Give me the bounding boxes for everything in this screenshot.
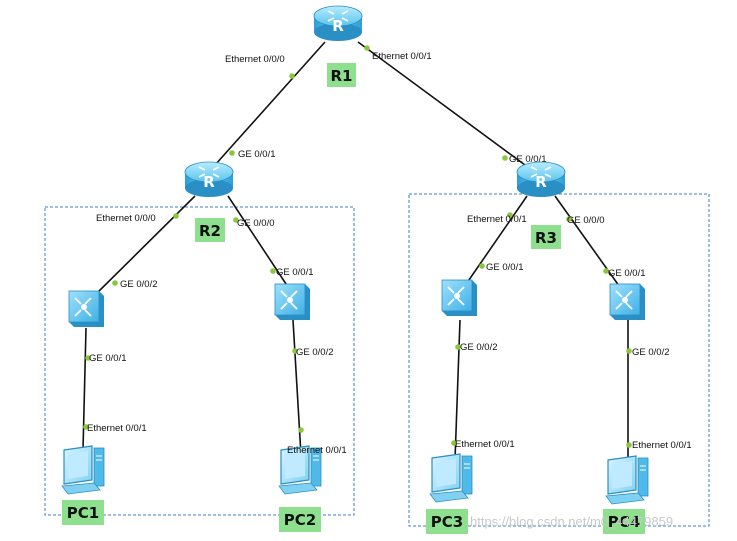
device-name-r3: R3 [535, 229, 557, 247]
port-dot [270, 268, 276, 274]
router-icon [313, 5, 363, 42]
link-r1-r2 [214, 41, 326, 166]
router-icon [184, 161, 234, 198]
name-badge [62, 500, 104, 525]
port-dot [479, 263, 485, 269]
port-label: GE 0/0/0 [237, 218, 275, 229]
port-label: GE 0/0/1 [608, 268, 646, 279]
port-label: GE 0/0/2 [296, 347, 334, 358]
port-dot [292, 348, 298, 354]
port-dot [233, 217, 239, 223]
device-name-r1: R1 [331, 67, 353, 85]
port-dot [507, 212, 513, 218]
port-label: GE 0/0/1 [238, 149, 276, 160]
name-badge [426, 509, 468, 534]
switch-icon [609, 283, 646, 321]
link-r2-sw1 [94, 195, 196, 296]
port-dot [173, 213, 179, 219]
port-label: Ethernet 0/0/1 [287, 445, 347, 456]
link-r3-sw4 [554, 195, 623, 291]
pc-pc3[interactable] [429, 453, 473, 503]
device-name-pc1: PC1 [67, 504, 99, 522]
link-r2-sw2 [227, 195, 291, 291]
switch-sw2[interactable] [274, 283, 311, 321]
port-label: Ethernet 0/0/0 [225, 54, 285, 65]
router-r3[interactable] [516, 161, 566, 198]
port-dot [626, 348, 632, 354]
port-label: GE 0/0/1 [486, 262, 524, 273]
port-label: Ethernet 0/0/1 [87, 423, 147, 434]
port-label: GE 0/0/2 [460, 342, 498, 353]
link-sw2-pc2 [292, 319, 302, 456]
switch-icon [274, 283, 311, 321]
router-r1[interactable] [313, 5, 363, 42]
port-label: Ethernet 0/0/1 [467, 214, 527, 225]
link-r3-sw3 [461, 195, 528, 291]
port-dot [603, 268, 609, 274]
area-box-right [408, 193, 710, 527]
port-dot [112, 280, 118, 286]
port-dot [502, 155, 508, 161]
port-label: Ethernet 0/0/1 [632, 440, 692, 451]
pc-icon [429, 453, 473, 503]
switch-icon [68, 290, 105, 328]
watermark: https://blog.csdn.net/m0_44479859 [470, 514, 673, 529]
port-dot [566, 216, 572, 222]
pc-pc4[interactable] [605, 455, 649, 505]
switch-icon [441, 279, 478, 317]
port-label: Ethernet 0/0/1 [455, 439, 515, 450]
name-badge [279, 507, 321, 532]
pc-icon [61, 445, 105, 495]
name-badge [531, 225, 561, 249]
pc-icon [605, 455, 649, 505]
port-label: GE 0/0/0 [567, 215, 605, 226]
device-name-pc3: PC3 [431, 513, 463, 531]
port-label: GE 0/0/2 [120, 279, 158, 290]
device-name-r2: R2 [199, 222, 221, 240]
link-sw1-pc1 [82, 327, 87, 451]
name-badge [327, 63, 356, 87]
pc-pc1[interactable] [61, 445, 105, 495]
port-label: GE 0/0/1 [276, 267, 314, 278]
link-r1-r3 [357, 41, 526, 166]
switch-sw4[interactable] [609, 283, 646, 321]
port-dot [289, 73, 295, 79]
port-dot [83, 424, 89, 430]
port-label: GE 0/0/1 [89, 353, 127, 364]
port-label: GE 0/0/2 [632, 347, 670, 358]
port-dot [626, 442, 632, 448]
device-name-pc2: PC2 [284, 511, 316, 529]
port-label: GE 0/0/1 [509, 154, 547, 165]
router-r2[interactable] [184, 161, 234, 198]
port-dot [298, 427, 304, 433]
port-dot [451, 440, 457, 446]
name-badge [195, 218, 225, 242]
port-dot [455, 344, 461, 350]
port-dot [229, 150, 235, 156]
link-sw3-pc3 [454, 319, 461, 461]
port-label: Ethernet 0/0/1 [372, 51, 432, 62]
port-dot [364, 45, 370, 51]
switch-sw1[interactable] [68, 290, 105, 328]
switch-sw3[interactable] [441, 279, 478, 317]
area-box-left [44, 206, 355, 516]
name-badge [603, 509, 645, 534]
port-label: Ethernet 0/0/0 [96, 213, 156, 224]
port-dot [85, 355, 91, 361]
device-name-pc4: PC4 [608, 513, 640, 531]
router-icon [516, 161, 566, 198]
